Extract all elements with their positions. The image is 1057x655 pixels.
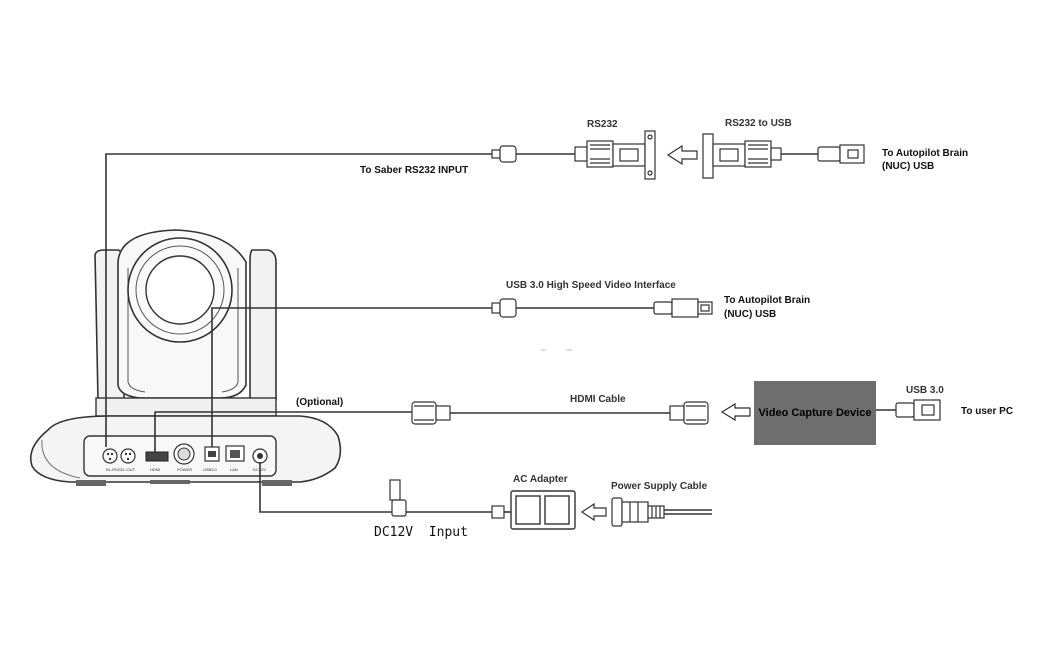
to-autopilot-top-line1: To Autopilot Brain [882, 148, 968, 159]
port-label-rs232: IN–RS232–OUT [106, 467, 136, 472]
power-supply-cable-label: Power Supply Cable [611, 481, 708, 492]
rs232-cable [491, 130, 656, 180]
video-capture-device-label: Video Capture Device [759, 407, 872, 419]
dc12v-plug [389, 479, 511, 519]
rs232-to-usb-label: RS232 to USB [725, 118, 792, 129]
arrow-left-icon [720, 402, 751, 422]
port-label-power: POWER [177, 467, 192, 472]
port-label-lan: LAN [230, 467, 238, 472]
to-autopilot-top-line2: (NUC) USB [882, 161, 934, 172]
dc12v-input-label: DC12V Input [374, 525, 468, 540]
usb30-label: USB 3.0 [906, 385, 944, 396]
hdmi-port [145, 451, 169, 462]
to-autopilot-mid-line1: To Autopilot Brain [724, 295, 810, 306]
dc12v-port [252, 448, 268, 464]
ac-adapter-label: AC Adapter [513, 474, 568, 485]
optional-label: (Optional) [296, 397, 343, 408]
usb-to-pc-cable [876, 399, 941, 421]
port-label-hdmi: HDMI [150, 467, 160, 472]
power-supply-cable [611, 497, 712, 527]
hdmi-cable [411, 401, 709, 425]
camera-ports: IN–RS232–OUT HDMI POWER USB3.0 LAN DC12V [102, 443, 268, 472]
usb3-interface-label: USB 3.0 High Speed Video Interface [506, 280, 676, 291]
dc12v-wire [259, 462, 395, 513]
to-autopilot-mid-line2: (NUC) USB [724, 309, 776, 320]
arrow-left-icon [666, 144, 698, 166]
wires [105, 153, 492, 513]
hdmi-wire [154, 411, 412, 453]
usb3-cable [491, 298, 713, 318]
rs232-label: RS232 [587, 119, 618, 130]
usb3-wire [211, 307, 492, 447]
arrow-left-icon [580, 502, 607, 522]
hdmi-cable-label: HDMI Cable [570, 394, 626, 405]
rs232-in-port [102, 448, 118, 464]
rs232-to-usb-adapter [702, 133, 865, 179]
to-user-pc-label: To user PC [961, 406, 1013, 417]
ptz-camera [29, 229, 342, 486]
video-capture-device-box [754, 381, 876, 445]
to-saber-label: To Saber RS232 INPUT [360, 165, 468, 176]
rs232-wire [105, 153, 492, 447]
rs232-out-port [120, 448, 136, 464]
power-button [173, 443, 195, 465]
port-label-usb3: USB3.0 [203, 467, 218, 472]
ac-adapter [510, 490, 576, 530]
